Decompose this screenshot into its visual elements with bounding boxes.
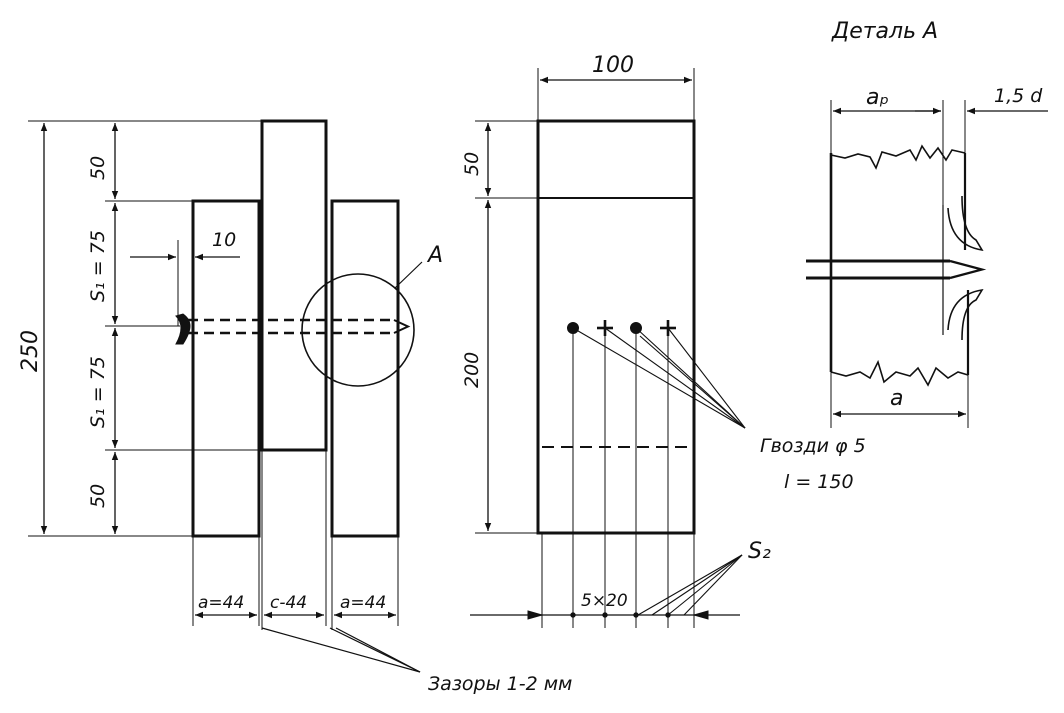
gaps-note: Зазоры 1-2 мм [428, 673, 572, 695]
dim-top-band-label: 50 [461, 152, 483, 176]
dim-full-width-label: a [890, 386, 903, 411]
left-board [191, 199, 261, 538]
break-line-bottom [830, 359, 969, 387]
dim-edge-distance-label: 10 [212, 229, 236, 251]
nail-head [175, 313, 191, 345]
dim-width-right-label: a=44 [340, 593, 386, 613]
nails-label: Гвозди φ 5 [760, 435, 866, 457]
dim-width-center-label: c-44 [270, 593, 307, 613]
nail-length-label: l = 150 [784, 471, 854, 493]
center-board-front [536, 119, 696, 535]
detail-title: Деталь А [831, 19, 938, 44]
right-board [330, 199, 400, 538]
spacing-s2-label: S₂ [748, 539, 771, 564]
dim-body-height-label: 200 [461, 352, 483, 388]
detail-a-circle [301, 273, 415, 387]
nail-spacing-label: 5×20 [581, 591, 628, 611]
break-line-top [830, 144, 966, 170]
dim-spacing-upper-label: S₁ = 75 [87, 230, 109, 302]
front-view [470, 68, 746, 628]
center-board [260, 119, 328, 452]
dim-width-label: 100 [592, 53, 634, 78]
detail-view [806, 100, 1048, 428]
dim-spacing-lower-label: S₁ = 75 [87, 356, 109, 428]
dim-width-left-label: a=44 [198, 593, 244, 613]
detail-a-marker: A [426, 243, 443, 268]
side-view [28, 119, 423, 673]
dim-bottom-end-label: 50 [87, 484, 109, 508]
dim-tip-allowance-label: 1,5 d [994, 85, 1043, 107]
dim-design-width-label: aₚ [866, 85, 889, 110]
dim-total-height-label: 250 [18, 330, 43, 372]
dim-top-end-label: 50 [87, 156, 109, 180]
